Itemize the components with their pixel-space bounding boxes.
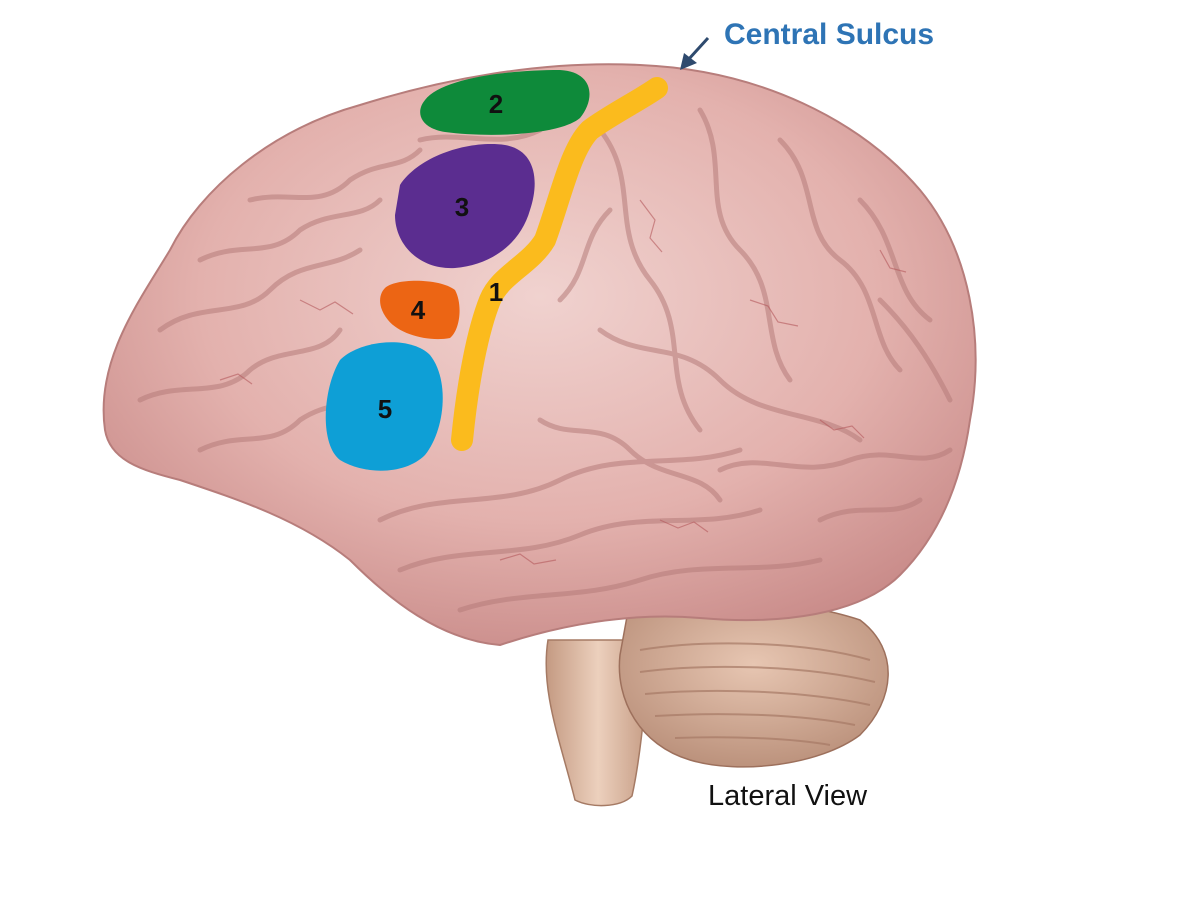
gyri-folds <box>137 107 953 613</box>
region-2-patch <box>420 70 590 135</box>
region-1-central-sulcus-line <box>451 77 668 451</box>
central-sulcus-annotation: Central Sulcus <box>724 18 935 51</box>
region-2-label: 2 <box>489 89 503 119</box>
cerebellum <box>618 595 889 768</box>
cerebrum <box>102 63 977 647</box>
cerebellum-folia <box>639 642 876 746</box>
region-3-patch <box>395 144 535 269</box>
region-4-label: 4 <box>411 295 426 325</box>
region-3-label: 3 <box>455 192 469 222</box>
region-5-label: 5 <box>378 394 392 424</box>
surface-vessels <box>219 199 907 565</box>
central-sulcus-arrow-icon <box>680 36 710 70</box>
view-caption: Lateral View <box>708 780 868 812</box>
region-1-label: 1 <box>489 277 503 307</box>
region-5-patch <box>325 342 443 471</box>
region-4-patch <box>380 280 460 340</box>
